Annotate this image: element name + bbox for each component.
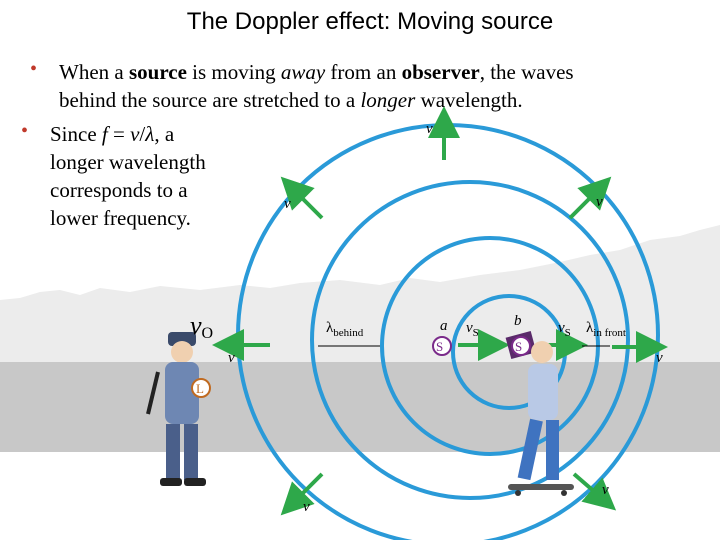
wave-velocity-arrow-upper-right [568, 176, 612, 220]
bullet-1-text: from an [325, 60, 402, 84]
bullet-1-line-1: When a source is moving away from an obs… [59, 58, 699, 86]
bullet-1-emphasis-away: away [280, 60, 326, 84]
bullet-1-text: When a [59, 60, 129, 84]
wave-velocity-arrow-lower-left [280, 472, 324, 516]
label-vo: vO [190, 311, 213, 342]
bullet-1-text: is moving [186, 60, 281, 84]
label-b: b [514, 313, 522, 329]
label-v-lower-right: v [602, 482, 609, 498]
label-lambda-front: λin front [586, 320, 626, 339]
source-marker-b [511, 336, 531, 356]
bullet-1-emphasis-source: source [128, 60, 187, 84]
bullet-1-text: behind the source are stretched to a [59, 88, 361, 112]
source-figure [508, 341, 574, 496]
label-a: a [440, 318, 448, 334]
bullet-marker-2: • [21, 120, 29, 142]
wave-front-3 [310, 180, 630, 500]
skyline-silhouette [0, 225, 720, 362]
label-v-right: v [656, 350, 663, 366]
label-v-left: v [228, 350, 235, 366]
bullet-1-emphasis-observer: observer [401, 60, 480, 84]
bullet-2-line-4: lower frequency. [50, 206, 191, 230]
label-v-top: v [426, 121, 433, 137]
bullet-1-line-2: behind the source are stretched to a lon… [59, 86, 699, 114]
label-v-upper-right: v [596, 194, 603, 210]
bullet-2-line-1: Since f = v/λ, a [50, 122, 175, 146]
label-source-b: S [515, 339, 522, 354]
ground-band [0, 362, 720, 452]
bullet-1: When a source is moving away from an obs… [59, 58, 699, 114]
page-title: The Doppler effect: Moving source [186, 8, 554, 35]
label-lambda-behind: λbehind [326, 320, 364, 339]
observer-figure [146, 332, 206, 486]
bullet-2: Since f = v/λ, a longer wavelength corre… [50, 120, 270, 232]
label-listener: L [196, 381, 204, 396]
bullet-1-text: , the waves [479, 60, 574, 84]
label-vs-a: vS [466, 320, 479, 339]
label-source-a: S [436, 339, 443, 354]
bullet-1-text: wavelength. [415, 88, 523, 112]
bullet-2-line-2: longer wavelength [50, 150, 206, 174]
wave-velocity-arrow-upper-left [280, 176, 324, 220]
listener-marker [191, 378, 211, 398]
bullet-1-emphasis-longer: longer [360, 88, 416, 112]
source-marker-a [432, 336, 452, 356]
label-v-lower-left: v [303, 499, 310, 515]
label-v-upper-left: v [284, 196, 291, 212]
wave-velocity-arrow-lower-right [572, 472, 617, 511]
bullet-2-line-3: corresponds to a [50, 178, 188, 202]
label-vs-b: vS [558, 320, 571, 339]
bullet-marker-1: • [30, 58, 38, 80]
